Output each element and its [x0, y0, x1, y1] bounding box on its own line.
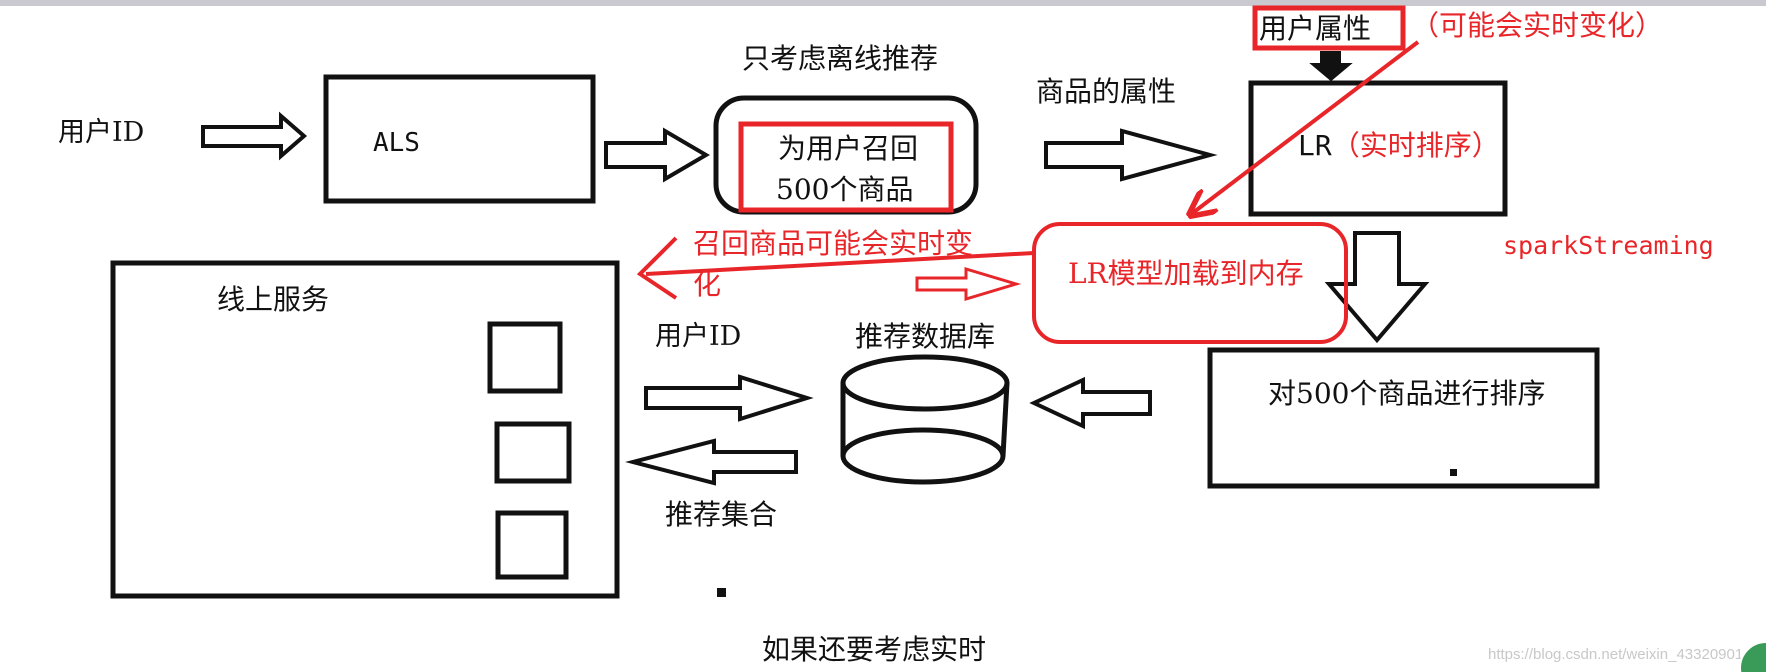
lr-load-label: LR模型加载到内存: [1068, 257, 1304, 290]
online-service-box: [110, 260, 620, 599]
user-attrs-label: 用户属性: [1259, 12, 1371, 45]
stray-dot: [717, 588, 726, 597]
arrow-lr-to-rank: [1324, 231, 1430, 344]
user-id-mid-label: 用户ID: [655, 321, 741, 352]
arrow-userid-to-als: [201, 111, 308, 161]
user-attrs-highlight: [1252, 5, 1406, 51]
lr-suffix: （实时排序）: [1332, 129, 1500, 162]
red-arrow-to-recall-change: [645, 251, 1035, 276]
red-arrow-to-lr: [1190, 40, 1420, 215]
recall-line1: 为用户召回: [778, 132, 918, 165]
lr-prefix: LR: [1298, 129, 1332, 162]
realtime-question: 如果还要考虑实时: [762, 633, 986, 666]
user-id-input-label: 用户ID: [58, 117, 144, 148]
red-small-arrow: [915, 266, 1022, 302]
recall-highlight: [738, 121, 954, 213]
red-arrowhead-left: [636, 236, 678, 300]
item-attrs-label: 商品的属性: [1036, 75, 1176, 108]
rank-dot: [1450, 469, 1457, 476]
arrow-rank-to-db: [1029, 376, 1152, 430]
spark-streaming-label: sparkStreaming: [1503, 231, 1714, 260]
window-top-bar: [0, 0, 1766, 6]
als-box: [323, 74, 596, 204]
lr-box: [1248, 80, 1508, 217]
rank-label: 对500个商品进行排序: [1268, 377, 1545, 410]
arrow-db-to-service: [625, 438, 798, 486]
service-slot-1: [487, 321, 563, 394]
arrow-service-to-db: [644, 374, 814, 422]
online-service-label: 线上服务: [217, 283, 329, 316]
als-label: ALS: [373, 128, 420, 158]
service-slot-3: [495, 510, 569, 580]
arrow-als-to-recall: [604, 127, 710, 183]
database-icon: [840, 354, 1010, 485]
recall-line2: 500个商品: [776, 173, 913, 206]
lr-load-box: [1032, 222, 1348, 344]
lr-label: LR（实时排序）: [1298, 129, 1500, 162]
rec-db-label: 推荐数据库: [855, 320, 995, 353]
service-slot-2: [494, 421, 572, 484]
recall-change-line2: 化: [693, 268, 721, 301]
arrow-userattrs-down: [1309, 51, 1353, 82]
badge-icon: [1739, 641, 1766, 672]
recall-change-line1: 召回商品可能会实时变: [693, 227, 973, 260]
offline-note: 只考虑离线推荐: [742, 42, 938, 75]
arrow-recall-to-lr: [1044, 128, 1218, 182]
rec-set-label: 推荐集合: [665, 498, 777, 531]
rank-box: [1207, 347, 1600, 489]
realtime-change-note: （可能会实时变化）: [1411, 9, 1663, 42]
watermark-text: https://blog.csdn.net/weixin_43320901: [1488, 646, 1743, 663]
